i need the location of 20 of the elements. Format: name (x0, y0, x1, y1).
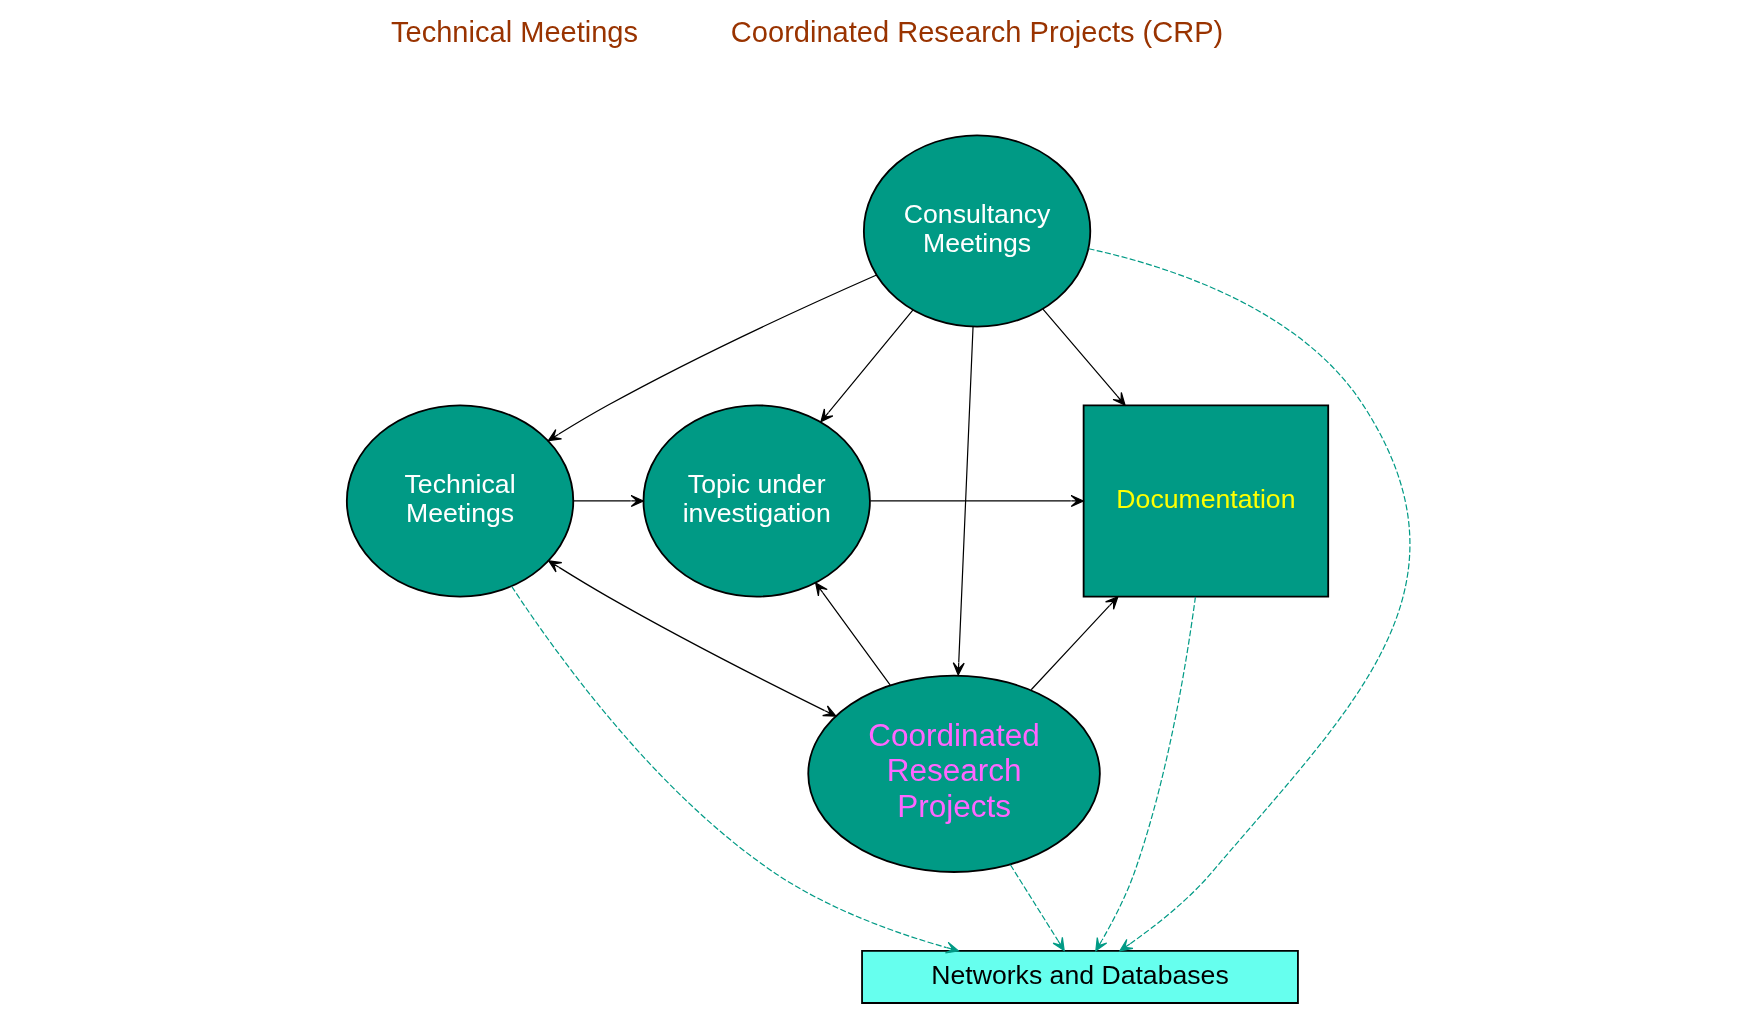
arrow (1087, 248, 1410, 952)
node-ellipse: Coordinated Research Projects (806, 674, 1101, 873)
arrow (1041, 308, 1126, 406)
arrow (1094, 596, 1196, 952)
arrow (510, 585, 959, 954)
arrow (1009, 864, 1065, 952)
label: Coordinated Research Projects (CRP) (730, 16, 1223, 49)
arrow (869, 494, 1084, 507)
node-box: Networks and Databases (860, 950, 1299, 1004)
arrow (1030, 596, 1118, 691)
arrow (547, 274, 877, 442)
arrow (547, 560, 837, 717)
arrow (572, 494, 644, 507)
arrow (819, 309, 914, 423)
arrow (814, 582, 891, 686)
arrow (952, 326, 974, 676)
label: Technical Meetings (390, 16, 638, 49)
node-box: Documentation (1082, 404, 1329, 598)
node-ellipse: Consultancy Meetings (862, 134, 1091, 328)
node-ellipse: Technical Meetings (345, 404, 574, 598)
